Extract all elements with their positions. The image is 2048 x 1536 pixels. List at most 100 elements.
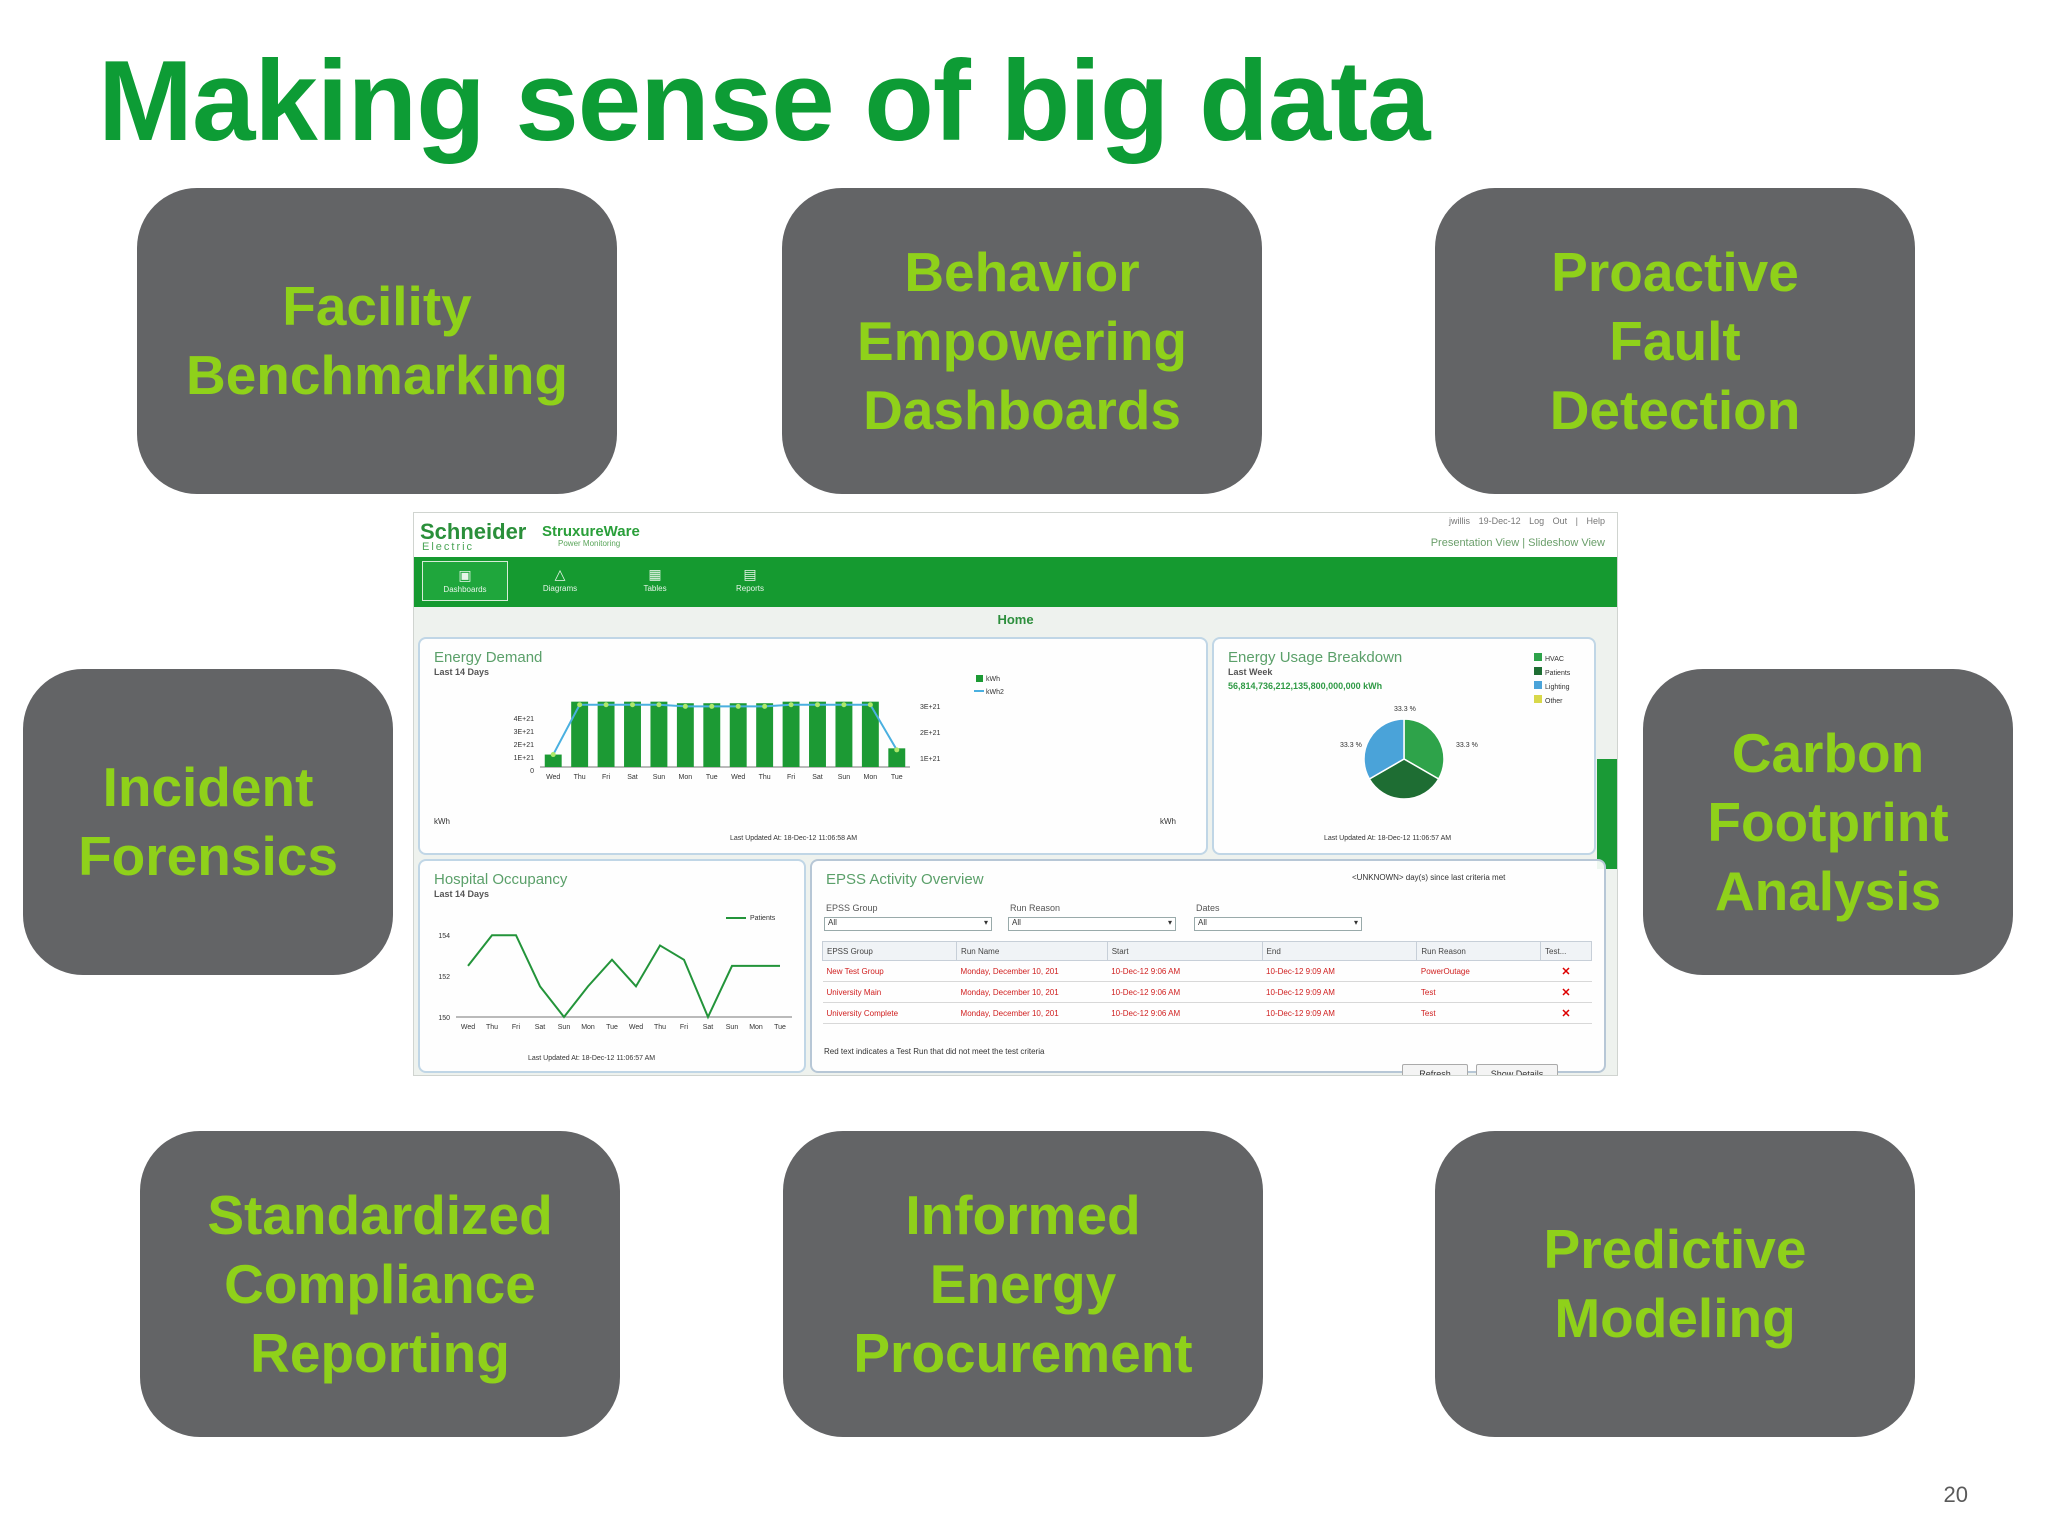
table-row[interactable]: New Test Group Monday, December 10, 201 …: [822, 960, 1592, 982]
tile-line: Benchmarking: [185, 344, 569, 406]
nav-reports[interactable]: ▤ Reports: [707, 561, 793, 601]
dashboard-navbar: ▣ Dashboards △ Diagrams ▦ Tables ▤ Repor…: [414, 557, 1617, 607]
x-tick-label: Sat: [812, 774, 823, 781]
x-tick-label: Thu: [759, 774, 771, 781]
demand-point: [656, 702, 662, 708]
chevron-down-icon: ▾: [1353, 918, 1358, 927]
tile-proactive-fault-detection: Proactive Fault Detection: [1435, 188, 1915, 494]
table-cell: Monday, December 10, 201: [956, 981, 1108, 1003]
right-unit-label: kWh: [1160, 817, 1176, 826]
user-name: jwillis: [1449, 516, 1471, 526]
slideshow-view-link[interactable]: Slideshow View: [1528, 537, 1605, 549]
legend-label: HVAC: [1545, 656, 1564, 663]
tile-line: Standardized: [207, 1183, 553, 1246]
tile-line: Footprint: [1707, 790, 1949, 853]
column-header[interactable]: Start: [1106, 941, 1263, 961]
panel-subtitle: Last 14 Days: [434, 667, 490, 677]
slice-label: 33.3 %: [1340, 742, 1362, 749]
tile-label: Proactive Fault Detection: [1550, 238, 1801, 445]
show-details-button[interactable]: Show Details: [1476, 1064, 1558, 1075]
table-cell: PowerOutage: [1416, 960, 1541, 982]
y-tick-label: 152: [438, 974, 450, 981]
table-cell: 10-Dec-12 9:09 AM: [1262, 981, 1417, 1003]
y-tick-label: 1E+21: [514, 755, 535, 762]
legend-item: Patients: [1534, 667, 1570, 681]
select-value: All: [828, 918, 837, 927]
demand-point: [630, 702, 635, 708]
demand-bar: [809, 701, 826, 767]
nav-diagrams[interactable]: △ Diagrams: [517, 561, 603, 601]
demand-point: [815, 702, 820, 708]
fail-icon: ✕: [1540, 981, 1592, 1003]
tile-line: Modeling: [1554, 1287, 1796, 1349]
demand-bar: [624, 701, 641, 767]
usage-pie-chart: 33.3 %33.3 %33.3 %: [1340, 706, 1478, 800]
x-tick-label: Fri: [512, 1024, 521, 1031]
x-tick-label: Tue: [606, 1024, 618, 1031]
panel-title: Hospital Occupancy: [434, 871, 568, 888]
y-tick-label: 154: [438, 933, 450, 940]
demand-point: [867, 702, 873, 708]
table-cell: University Main: [822, 981, 957, 1003]
column-header[interactable]: End: [1261, 941, 1418, 961]
table-row[interactable]: University Complete Monday, December 10,…: [822, 1002, 1592, 1024]
table-row[interactable]: University Main Monday, December 10, 201…: [822, 981, 1592, 1003]
fail-icon: ✕: [1540, 960, 1592, 982]
tile-line: Analysis: [1714, 859, 1942, 922]
column-header[interactable]: Run Reason: [1416, 941, 1542, 961]
struxureware-logo-sub: Power Monitoring: [558, 539, 621, 548]
demand-bar: [888, 748, 906, 767]
column-header[interactable]: Run Name: [956, 941, 1108, 961]
nav-label: Reports: [735, 584, 764, 593]
dates-select[interactable]: All ▾: [1194, 917, 1362, 931]
y-tick-label: 4E+21: [514, 716, 535, 723]
refresh-button[interactable]: Refresh: [1402, 1064, 1468, 1075]
tile-label: Incident Forensics: [78, 753, 338, 891]
nav-tables[interactable]: ▦ Tables: [612, 561, 698, 601]
tile-line: Informed: [905, 1183, 1141, 1246]
side-panel-toggle[interactable]: [1597, 759, 1617, 869]
chevron-down-icon: ▾: [1167, 918, 1172, 927]
filter-label: Run Reason: [1010, 903, 1061, 913]
tile-line: Carbon: [1731, 721, 1925, 784]
x-tick-label: Wed: [546, 774, 560, 781]
tile-label: Carbon Footprint Analysis: [1707, 719, 1948, 926]
updated-label: Last Updated At: 18-Dec-12 11:06:57 AM: [1324, 835, 1452, 842]
presentation-view-link[interactable]: Presentation View: [1430, 537, 1520, 549]
x-tick-label: Thu: [574, 774, 586, 781]
demand-point: [682, 703, 688, 709]
legend-label: kWh: [986, 676, 1000, 683]
tile-line: Compliance: [224, 1252, 536, 1315]
x-tick-label: Mon: [749, 1024, 763, 1031]
demand-bar: [676, 703, 694, 767]
run-reason-select[interactable]: All▾: [1008, 917, 1176, 931]
schneider-logo-sub: Electric: [422, 541, 475, 553]
demand-point: [735, 703, 741, 709]
x-tick-label: Tue: [706, 774, 718, 781]
demand-bar: [729, 703, 747, 767]
x-tick-label: Sun: [838, 774, 851, 781]
x-tick-label: Mon: [679, 774, 693, 781]
logout-link[interactable]: Log Out: [1529, 516, 1568, 526]
legend-item: Lighting: [1534, 681, 1570, 695]
demand-point: [762, 703, 768, 709]
help-link[interactable]: Help: [1586, 516, 1605, 526]
demand-bar: [571, 701, 589, 767]
y2-tick-label: 2E+21: [920, 730, 941, 737]
nav-dashboards[interactable]: ▣ Dashboards: [422, 561, 508, 601]
demand-point: [788, 702, 794, 708]
epss-group-select[interactable]: All▾: [824, 917, 992, 931]
nav-label: Dashboards: [443, 585, 487, 594]
table-icon: ▦: [648, 566, 662, 582]
select-value: All: [1198, 918, 1207, 927]
legend-item: Other: [1534, 695, 1570, 709]
table-header-row: EPSS Group Run Name Start End Run Reason…: [821, 941, 1592, 961]
y-tick-label: 3E+21: [514, 729, 535, 736]
x-tick-label: Wed: [629, 1024, 643, 1031]
x-tick-label: Sun: [653, 774, 666, 781]
column-header[interactable]: EPSS Group: [821, 941, 958, 961]
x-tick-label: Sat: [535, 1024, 546, 1031]
tile-line: Proactive: [1551, 240, 1799, 303]
legend-label: Patients: [750, 915, 776, 922]
column-header[interactable]: Test...: [1540, 941, 1592, 961]
